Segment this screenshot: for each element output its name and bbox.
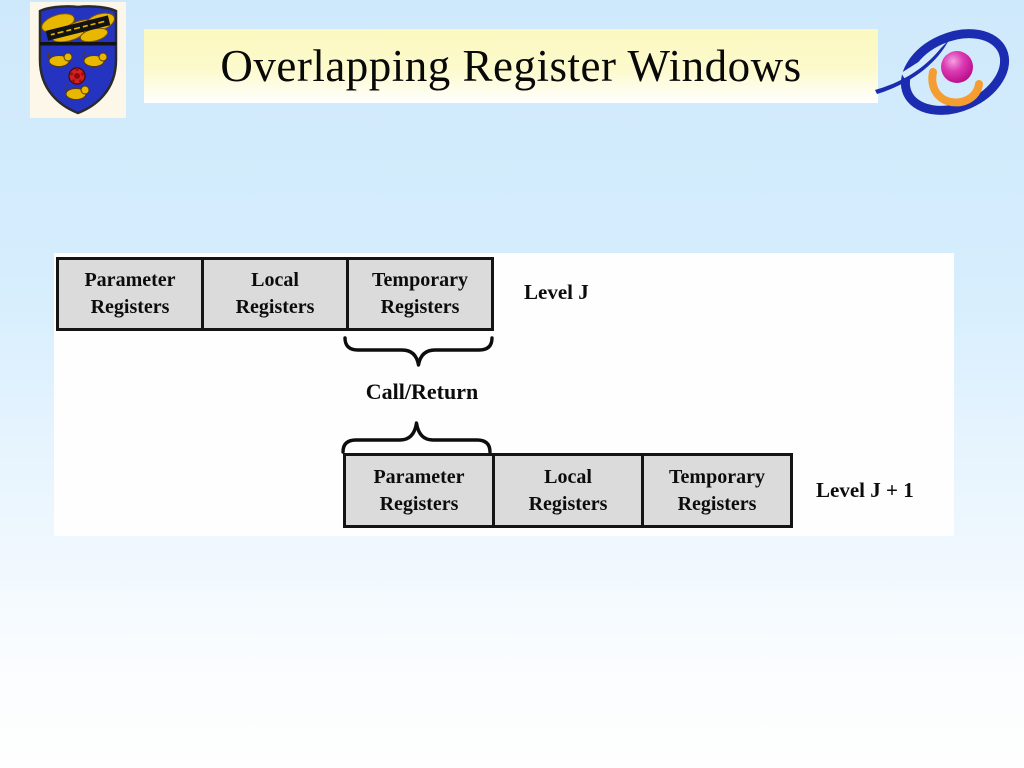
diagram-panel: Parameter Registers Local Registers Temp…	[54, 253, 954, 536]
register-box-label: Temporary	[669, 465, 765, 488]
register-box-label: Registers	[235, 296, 315, 318]
register-box-local-j1: Local Registers	[492, 456, 641, 525]
title-bar: Overlapping Register Windows	[144, 29, 878, 103]
register-box-temporary-j1: Temporary Registers	[641, 456, 790, 525]
register-row-level-j-plus-1: Parameter Registers Local Registers Temp…	[343, 453, 793, 528]
register-box-label: Temporary	[372, 269, 468, 291]
university-crest-icon	[38, 5, 118, 115]
register-row-level-j: Parameter Registers Local Registers Temp…	[56, 257, 494, 331]
register-box-local-j: Local Registers	[201, 260, 346, 328]
page-title: Overlapping Register Windows	[220, 41, 802, 91]
register-box-label: Local	[251, 269, 299, 291]
register-box-label: Registers	[380, 296, 460, 318]
curly-brace-down-icon	[343, 336, 494, 367]
crest-card	[30, 2, 126, 118]
orbit-swoosh-logo-icon	[873, 10, 1015, 118]
register-box-label: Registers	[677, 492, 757, 515]
curly-brace-up-icon	[341, 421, 492, 454]
register-box-label: Registers	[379, 492, 459, 515]
level-j-plus-1-label: Level J + 1	[816, 478, 914, 502]
call-return-label: Call/Return	[365, 379, 479, 404]
register-box-label: Registers	[90, 296, 170, 318]
register-box-parameter-j1: Parameter Registers	[346, 456, 492, 525]
register-box-label: Parameter	[373, 465, 465, 488]
register-box-parameter-j: Parameter Registers	[59, 260, 201, 328]
level-j-label: Level J	[524, 280, 589, 304]
register-box-label: Registers	[528, 492, 608, 515]
register-box-label: Parameter	[84, 269, 176, 291]
register-box-temporary-j: Temporary Registers	[346, 260, 491, 328]
register-box-label: Local	[544, 465, 592, 488]
